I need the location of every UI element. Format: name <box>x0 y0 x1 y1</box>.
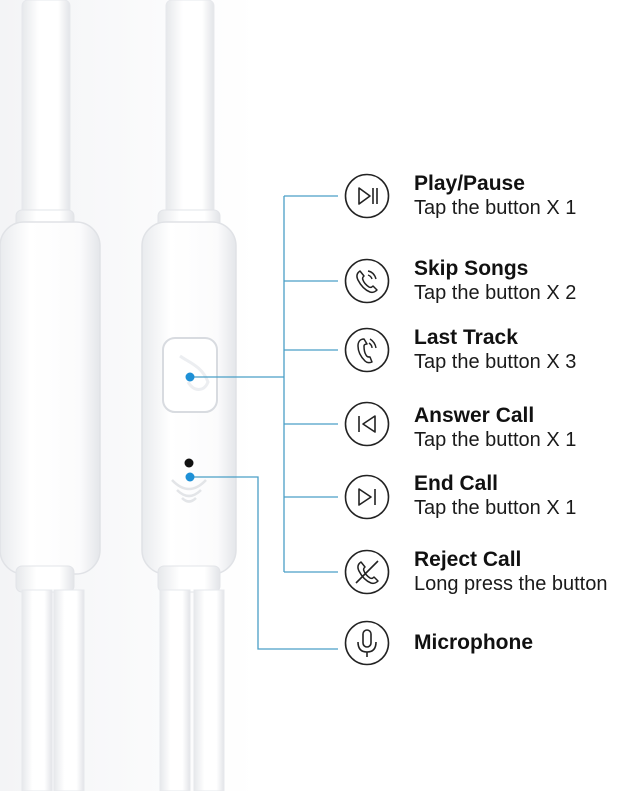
label-microphone: Microphone <box>414 631 640 655</box>
label-last-track: Last Track Tap the button X 3 <box>414 326 640 374</box>
label-skip-songs: Skip Songs Tap the button X 2 <box>414 257 640 305</box>
skip-back-icon <box>344 401 390 447</box>
label-reject-call: Reject Call Long press the button <box>414 548 640 596</box>
control-description: Tap the button X 3 <box>414 351 577 373</box>
control-description: Long press the button <box>414 573 608 595</box>
label-answer-call: Answer Call Tap the button X 1 <box>414 404 640 452</box>
control-title: Microphone <box>414 631 533 654</box>
control-title: Reject Call <box>414 548 522 571</box>
label-end-call: End Call Tap the button X 1 <box>414 472 640 520</box>
control-title: End Call <box>414 472 499 495</box>
control-description: Tap the button X 1 <box>414 497 577 519</box>
control-title: Answer Call <box>414 404 535 427</box>
phone-icon <box>344 327 390 373</box>
control-description: Tap the button X 1 <box>414 197 577 219</box>
phone-off-icon <box>344 549 390 595</box>
leader-lines <box>190 195 338 650</box>
label-play-pause: Play/Pause Tap the button X 1 <box>414 172 640 220</box>
left-cable <box>0 0 101 791</box>
button-pointer-dot <box>185 372 195 382</box>
control-title: Last Track <box>414 326 518 349</box>
phone-icon <box>344 258 390 304</box>
control-title: Skip Songs <box>414 257 529 280</box>
mic-pointer-dot <box>185 472 195 482</box>
control-description: Tap the button X 2 <box>414 282 577 304</box>
play-pause-icon <box>344 173 390 219</box>
skip-forward-icon <box>344 474 390 520</box>
control-description: Tap the button X 1 <box>414 429 577 451</box>
microphone-hole <box>171 458 207 503</box>
control-title: Play/Pause <box>414 172 525 195</box>
microphone-icon <box>344 620 390 666</box>
